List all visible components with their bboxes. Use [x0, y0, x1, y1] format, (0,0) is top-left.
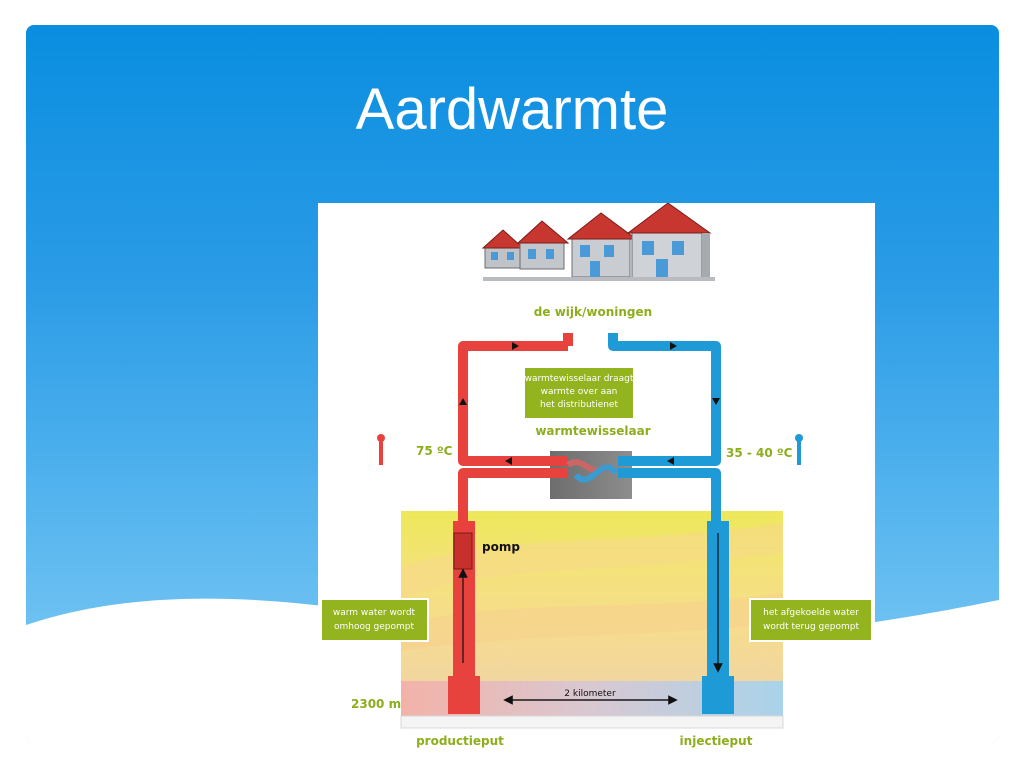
slide-title: Aardwarmte [355, 77, 669, 142]
cold-pipes [608, 333, 721, 533]
pumped-up-line-2: omhoog gepompt [334, 622, 415, 632]
distance-label: 2 kilometer [564, 689, 616, 699]
pumped-back-box [749, 598, 873, 642]
temp-cold-label: 35 - 40 ºC [726, 446, 793, 460]
note-line-3: het distributienet [540, 400, 618, 410]
injection-well-label: injectieput [680, 734, 753, 748]
pumped-up-box [320, 598, 429, 642]
pump-label: pomp [482, 540, 520, 554]
note-line-2: warmte over aan [541, 387, 618, 397]
production-well [448, 521, 480, 714]
pumped-up-line-1: warm water wordt [333, 608, 416, 618]
cold-thermometer-icon [795, 434, 803, 465]
pumped-back-line-1: het afgekoelde water [763, 608, 859, 618]
houses-illustration [481, 203, 715, 281]
injection-well [702, 521, 734, 714]
exchanger-coil-2 [573, 464, 619, 483]
pumped-back-line-2: wordt terug gepompt [763, 622, 860, 632]
temp-hot-label: 75 ºC [416, 444, 453, 458]
heat-exchanger-label: warmtewisselaar [535, 424, 650, 438]
heat-exchanger-note-box [525, 368, 633, 418]
production-well-label: productieput [416, 734, 504, 748]
depth-label: 2300 m [351, 697, 401, 711]
geothermal-diagram: de wijk/woningen [318, 203, 875, 753]
hot-thermometer-icon [377, 434, 385, 465]
flow-arrows [459, 342, 720, 465]
district-label: de wijk/woningen [534, 305, 652, 319]
note-line-1: warmtewisselaar draagt [525, 374, 634, 384]
